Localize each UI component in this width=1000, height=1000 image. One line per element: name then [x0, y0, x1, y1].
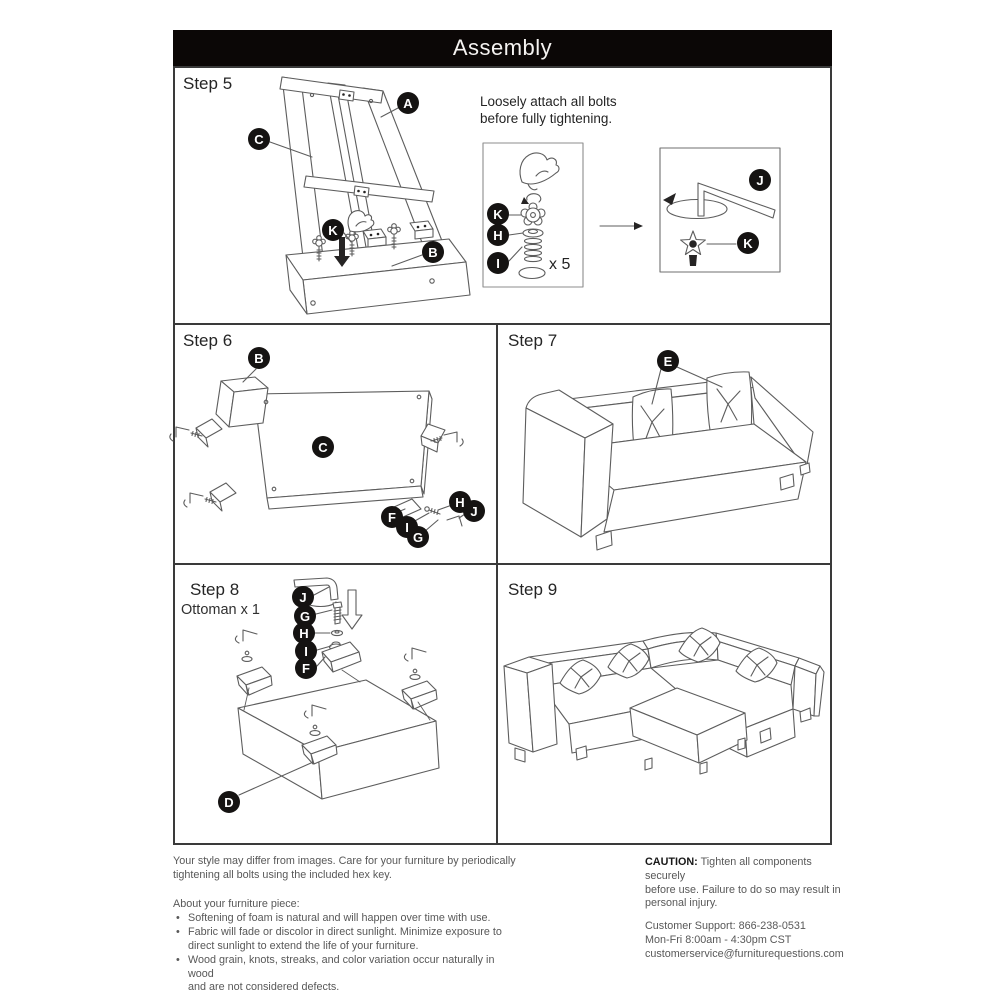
callout-hardware-k: K	[487, 203, 509, 225]
hex-key-icon	[431, 432, 463, 446]
callout-step8-f: F	[295, 657, 317, 679]
step9-sectional-diagram	[504, 628, 824, 774]
page-header: Assembly	[173, 30, 832, 66]
callout-step6-g: G	[407, 526, 429, 548]
step7-label: Step 7	[508, 331, 558, 350]
caution-paragraph: CAUTION: Tighten all components securely…	[645, 856, 845, 911]
panel-grid	[173, 66, 832, 845]
callout-b: B	[422, 241, 444, 263]
caution-label: CAUTION:	[645, 856, 698, 868]
callout-step8-j: J	[292, 586, 314, 608]
knob-screw-icon	[313, 236, 326, 261]
step9-label: Step 9	[508, 580, 558, 599]
panel-divider-horizontal-1	[173, 323, 832, 325]
step5-quantity: x 5	[549, 256, 571, 273]
about-heading: About your furniture piece:	[173, 897, 300, 910]
transition-arrow-icon	[600, 222, 643, 230]
panel-divider-horizontal-2	[173, 563, 832, 565]
panel-divider-vertical	[496, 323, 498, 845]
step5-frame-diagram	[270, 77, 470, 314]
callout-hardware-h: H	[487, 224, 509, 246]
hex-key-icon	[294, 578, 338, 600]
step8-label: Step 8	[190, 580, 240, 599]
callout-step8-i: I	[295, 640, 317, 662]
care-note: Your style may differ from images. Care …	[173, 855, 516, 881]
callout-step8-g: G	[294, 605, 316, 627]
page-title: Assembly	[452, 35, 553, 60]
about-bullet: Softening of foam is natural and will ha…	[173, 912, 518, 926]
step6-diagram	[170, 369, 465, 532]
insert-arrow-icon	[334, 237, 350, 267]
about-bullet: Fabric will fade or discolor in direct s…	[173, 926, 518, 954]
about-bullet-list: Softening of foam is natural and will ha…	[173, 912, 518, 995]
hand-icon	[520, 153, 559, 184]
hex-key-icon	[404, 648, 426, 661]
customer-support-info: Customer Support: 866-238-0531 Mon-Fri 8…	[645, 920, 844, 960]
about-bullet: Wood grain, knots, streaks, and color va…	[173, 954, 518, 995]
callout-step8-d: D	[218, 791, 240, 813]
caution-text: Tighten all components securely before u…	[645, 856, 841, 910]
hand-icon	[348, 211, 374, 232]
callout-c: C	[248, 128, 270, 150]
step5-label: Step 5	[183, 74, 233, 93]
down-arrow-icon	[342, 590, 362, 629]
step8-sublabel: Ottoman x 1	[181, 602, 260, 618]
step5-hardware-inset	[483, 143, 583, 287]
step5-note: Loosely attach all bolts before fully ti…	[480, 94, 617, 126]
knob-screw-icon	[388, 224, 401, 249]
step5-tool-inset	[660, 148, 780, 272]
callout-tool-k: K	[737, 232, 759, 254]
hex-key-icon	[235, 630, 257, 643]
step8-ottoman-diagram	[235, 578, 439, 799]
callout-step8-h: H	[293, 622, 315, 644]
callout-tool-j: J	[749, 169, 771, 191]
hex-key-icon	[170, 427, 202, 441]
hex-key-icon	[698, 183, 775, 218]
callout-a: A	[397, 92, 419, 114]
caution-and-support: CAUTION: Tighten all components securely…	[645, 856, 845, 962]
callout-hardware-i: I	[487, 252, 509, 274]
callout-step6-b: B	[248, 347, 270, 369]
hex-key-icon	[184, 493, 216, 507]
step6-label: Step 6	[183, 331, 233, 350]
callout-step6-j: J	[463, 500, 485, 522]
step7-sofa-diagram	[523, 367, 813, 550]
care-notes: Your style may differ from images. Care …	[173, 855, 518, 995]
callout-k: K	[322, 219, 344, 241]
hex-key-icon	[304, 705, 326, 718]
callout-step7-e: E	[657, 350, 679, 372]
callout-step6-c: C	[312, 436, 334, 458]
